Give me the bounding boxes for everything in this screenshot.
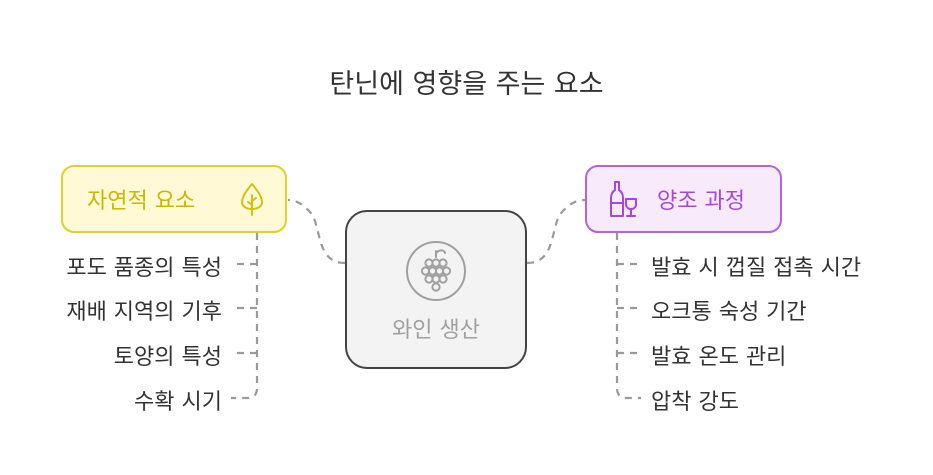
connector-center-right [526,198,586,265]
center-label: 와인 생산 [392,317,480,343]
right-item-4: 압착 강도 [651,390,739,415]
right-item-2: 오크통 숙성 기간 [651,300,807,325]
left-branch-label: 자연적 요소 [87,189,196,214]
wine-bottle-glass-icon [610,181,637,217]
left-branch-box: 자연적 요소 [61,165,287,233]
diagram-title: 탄닌에 영향을 주는 요소 [329,69,604,100]
right-item-1: 발효 시 껍질 접촉 시간 [651,256,862,281]
left-item-1: 포도 품종의 특성 [66,256,222,281]
connector-left-spine [231,233,259,400]
right-branch-box: 양조 과정 [585,165,782,233]
left-item-3: 토양의 특성 [113,345,222,370]
left-item-4: 수확 시기 [134,390,222,415]
right-branch-label: 양조 과정 [657,189,745,214]
tree-icon [241,183,263,216]
grapes-icon [406,240,466,301]
right-item-3: 발효 온도 관리 [651,345,787,370]
connector-center-left [287,198,346,265]
center-box: 와인 생산 [345,210,527,369]
connector-right-spine [615,233,641,400]
left-item-2: 재배 지역의 기후 [66,300,222,325]
